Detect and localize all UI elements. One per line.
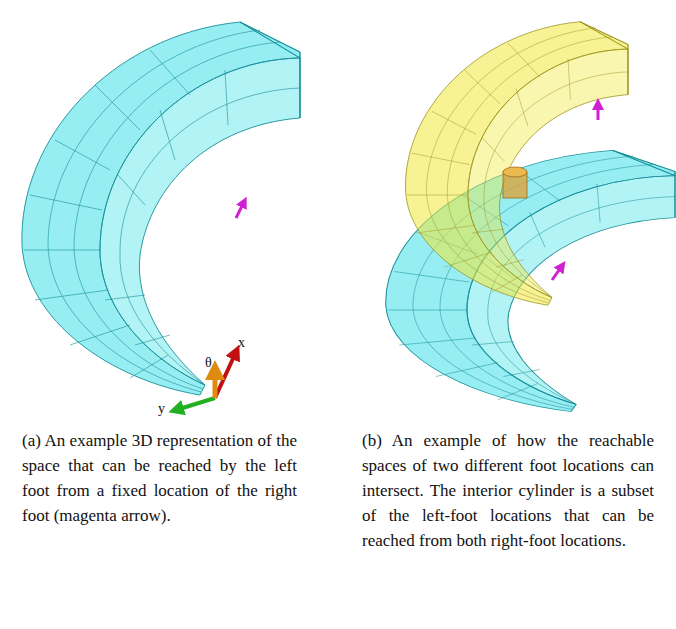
foot-arrow <box>597 104 600 120</box>
intersection-cylinder <box>503 167 527 198</box>
y-axis <box>176 398 215 410</box>
reachable-space <box>405 22 628 305</box>
illustration <box>0 0 676 420</box>
foot-arrow <box>236 202 244 218</box>
axis-label: θ <box>205 356 212 370</box>
subfigure-caption: (a) An example 3D representation of the … <box>22 428 297 528</box>
x-axis <box>215 352 236 398</box>
axis-label: x <box>238 336 245 350</box>
theta-axis <box>213 370 218 398</box>
reachable-space <box>22 22 300 395</box>
axis-label: y <box>158 402 165 416</box>
subfigure-caption: (b) An example of how the reachable spac… <box>362 428 654 553</box>
foot-arrow <box>552 266 562 280</box>
